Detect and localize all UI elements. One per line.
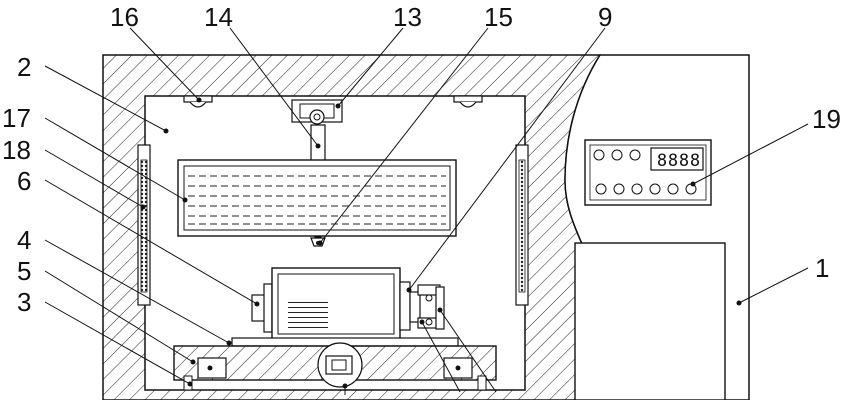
bottom-buttons <box>595 183 697 195</box>
filter-panel <box>177 159 457 237</box>
leader-lines <box>44 27 809 395</box>
part-label-9: 9 <box>598 2 612 32</box>
panel-button[interactable] <box>611 149 623 161</box>
part-label-3: 3 <box>17 287 31 317</box>
panel-button[interactable] <box>649 183 661 195</box>
part-label-5: 5 <box>17 256 31 286</box>
panel-button[interactable] <box>667 183 679 195</box>
sliding-table <box>173 342 497 391</box>
part-label-19: 19 <box>812 104 841 134</box>
display-digit: 8 <box>668 151 678 171</box>
panel-button[interactable] <box>593 149 605 161</box>
access-door[interactable] <box>574 242 726 400</box>
leader-dots <box>140 97 742 389</box>
part-label-16: 16 <box>110 2 139 32</box>
panel-button[interactable] <box>629 149 641 161</box>
display-digit: 8 <box>679 151 689 171</box>
right-rail <box>515 144 529 306</box>
part-label-17: 17 <box>2 103 31 133</box>
panel-button[interactable] <box>613 183 625 195</box>
digital-display: 8 8 8 8 <box>650 147 704 171</box>
top-buttons <box>593 149 641 161</box>
part-label-13: 13 <box>393 2 422 32</box>
display-digit: 8 <box>690 151 700 171</box>
part-label-18: 18 <box>2 135 31 165</box>
motor <box>251 267 411 341</box>
panel-button[interactable] <box>595 183 607 195</box>
part-label-14: 14 <box>204 2 233 32</box>
part-label-15: 15 <box>484 2 513 32</box>
part-label-2: 2 <box>17 52 31 82</box>
panel-button[interactable] <box>631 183 643 195</box>
display-digit: 8 <box>657 151 667 171</box>
part-label-4: 4 <box>17 225 31 255</box>
left-rail <box>137 144 151 306</box>
part-labels: 16 14 13 15 9 2 17 18 6 4 5 3 19 1 <box>2 2 841 317</box>
part-label-1: 1 <box>815 253 829 283</box>
ceiling-lamp-right <box>453 95 483 108</box>
control-panel: 8 8 8 8 <box>584 139 712 206</box>
part-label-6: 6 <box>17 166 31 196</box>
